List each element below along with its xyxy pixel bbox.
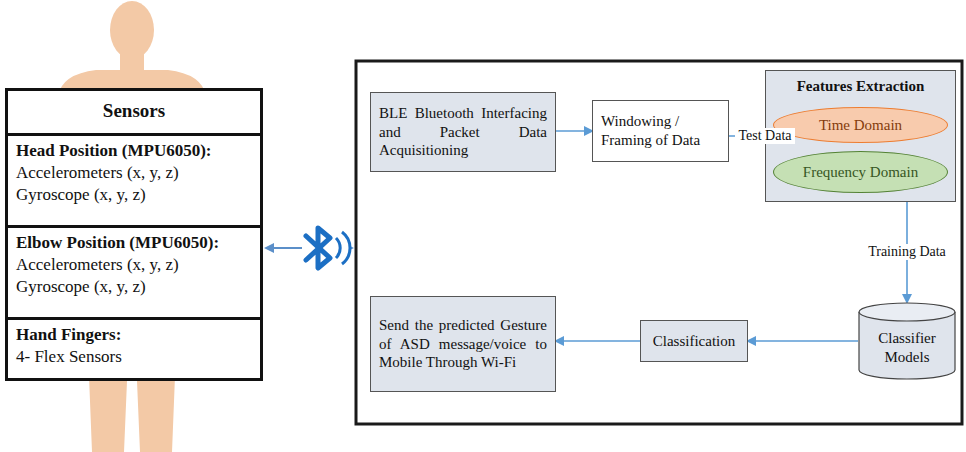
node-text: Frequency Domain (803, 163, 918, 182)
heading-text: Elbow Position (MPU6050): (16, 232, 252, 254)
bluetooth-symbol (302, 224, 350, 272)
domain-oval: Frequency Domain (773, 151, 948, 193)
node-text: Accelerometers (x, y, z) (16, 254, 252, 276)
node-text: Time Domain (819, 116, 902, 135)
node-text: Accelerometers (x, y, z) (16, 162, 252, 184)
process-box: Windowing / Framing of Data (592, 100, 729, 162)
node-text: Gyroscope (x, y, z) (16, 184, 252, 206)
node-text: Send the predicted Gesture of ASD messag… (379, 316, 547, 372)
sensor-panel: SensorsHead Position (MPU6050):Accelerom… (5, 88, 263, 381)
process-box: Classification (640, 320, 748, 362)
database-cylinder: Classifier Models (858, 302, 956, 380)
domain-oval: Time Domain (773, 107, 948, 143)
node-text: Classifier Models (862, 329, 952, 367)
edge-label: Test Data (735, 128, 794, 144)
sensor-section: Elbow Position (MPU6050):Accelerometers … (8, 225, 260, 317)
edge-label: Training Data (865, 244, 949, 260)
flow-arrow (556, 340, 640, 342)
node-text: Classification (653, 332, 736, 351)
node-text: BLE Bluetooth Interfacing and Packet Dat… (379, 104, 547, 160)
node-text: Gyroscope (x, y, z) (16, 276, 252, 298)
flow-arrow (748, 340, 858, 342)
processing-frame (356, 61, 962, 424)
heading-text: Hand Fingers: (16, 324, 252, 346)
flow-arrow (556, 130, 592, 132)
process-box: Send the predicted Gesture of ASD messag… (370, 296, 556, 392)
heading-text: Head Position (MPU6050): (16, 140, 252, 162)
heading-text: Features Extraction (772, 77, 949, 96)
sensor-section: Hand Fingers:4- Flex Sensors (8, 317, 260, 378)
process-box: BLE Bluetooth Interfacing and Packet Dat… (370, 92, 556, 172)
node-text: Windowing / Framing of Data (601, 112, 720, 150)
node-text: 4- Flex Sensors (16, 346, 252, 368)
heading-text: Sensors (8, 91, 260, 131)
sensor-section: Head Position (MPU6050):Accelerometers (… (8, 133, 260, 225)
